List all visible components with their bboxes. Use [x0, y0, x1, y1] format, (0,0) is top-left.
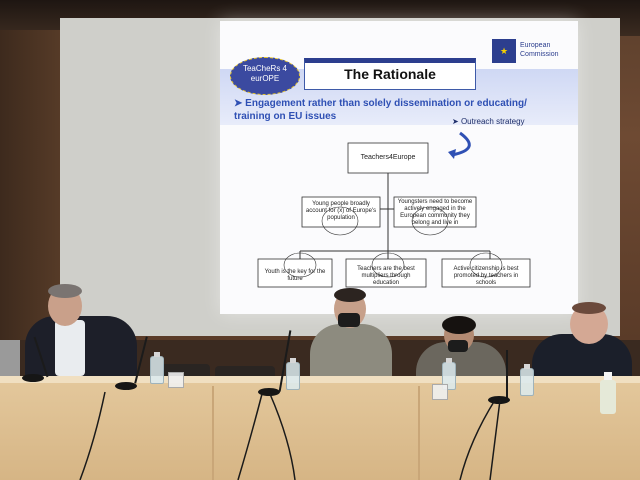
panelist-left-hair	[48, 284, 82, 298]
presentation-slide: TeaCheRs 4 eurOPE The Rationale ★ Europe…	[220, 21, 578, 314]
arrow-bullet-icon: ➤	[234, 98, 246, 109]
hand-sanitizer	[600, 372, 616, 414]
laptop	[0, 340, 20, 380]
water-glass	[168, 372, 184, 388]
diagram-level3-box-right	[441, 258, 531, 288]
bullet-main-text: Engagement rather than solely disseminat…	[234, 98, 527, 122]
panelist-center-left-hair	[334, 288, 366, 302]
european-commission-label: European Commission	[520, 42, 559, 58]
slide-title-box: The Rationale	[304, 58, 476, 90]
curved-arrow-head	[448, 149, 456, 159]
microphone-base	[488, 396, 510, 404]
table-seam	[212, 386, 214, 480]
projection-screen: TeaCheRs 4 eurOPE The Rationale ★ Europe…	[60, 18, 620, 336]
water-bottle	[520, 364, 534, 396]
diagram-root-label: Teachers4Europe	[360, 154, 416, 161]
hierarchy-diagram	[257, 131, 531, 288]
bullet-sub-text: Outreach strategy	[460, 117, 525, 126]
table-seam	[418, 386, 420, 480]
arrow-bullet-icon: ➤	[452, 117, 461, 126]
table-top	[0, 376, 640, 386]
curved-arrow-icon	[451, 131, 471, 157]
slide-bullet-main: ➤ Engagement rather than solely dissemin…	[234, 97, 544, 123]
slide-bullet-sub: ➤ Outreach strategy	[452, 117, 525, 126]
microphone-base	[258, 388, 280, 396]
teachers4europe-logo: TeaCheRs 4 eurOPE	[230, 57, 300, 95]
logo-text: TeaCheRs 4 eurOPE	[242, 64, 288, 83]
diagram-level2-label-right: Youngsters need to become actively engag…	[397, 199, 473, 226]
water-bottle	[286, 358, 300, 390]
eu-flag-icon: ★	[492, 39, 516, 63]
water-glass	[432, 384, 448, 400]
face-mask	[338, 313, 360, 327]
diagram-level2-box-left	[301, 196, 381, 228]
water-bottle	[442, 358, 456, 390]
microphone-stand	[506, 350, 508, 398]
diagram-level3-label-middle: Teachers are the best multipliers throug…	[357, 266, 415, 286]
panel-table	[0, 383, 640, 480]
diagram-level2-box-right	[393, 196, 477, 228]
diagram-level3-box-middle	[345, 258, 427, 288]
face-mask	[448, 340, 468, 352]
microphone-base	[115, 382, 137, 390]
water-bottle	[150, 352, 164, 384]
microphone-base	[22, 374, 44, 382]
panelist-right-hair	[572, 302, 606, 314]
slide-title: The Rationale	[344, 66, 436, 82]
microphone-cables	[79, 391, 501, 480]
diagram-root-box	[347, 142, 429, 174]
diagram-level3-box-left	[257, 258, 333, 288]
diagram-level3-label-right: Active citizenship is best promoted by t…	[453, 266, 519, 286]
diagram-level2-label-left: Young people broadly account for (x) of …	[305, 201, 377, 221]
panelist-left-shirt	[55, 320, 85, 376]
diagram-level3-label-left: Youth is the key for the future	[264, 269, 326, 282]
panelist-center-right-hair	[442, 316, 476, 334]
